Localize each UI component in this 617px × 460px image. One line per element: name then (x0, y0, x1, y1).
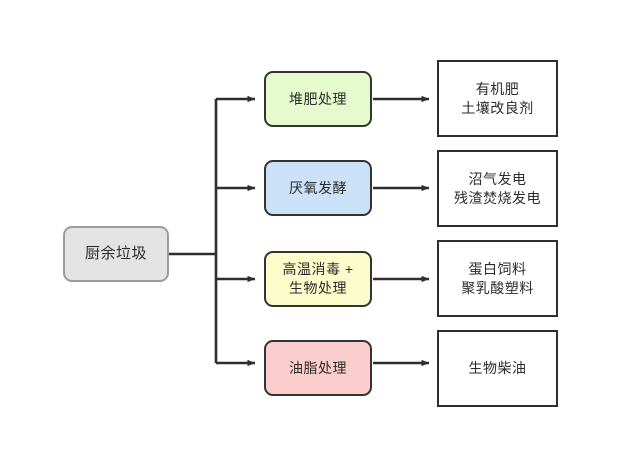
node-kitchen-waste[interactable]: 厨余垃圾 (63, 226, 169, 282)
node-biogas-power-label: 沼气发电 残渣焚烧发电 (454, 170, 541, 206)
node-composting[interactable]: 堆肥处理 (264, 71, 372, 127)
node-anaerobic-fermentation[interactable]: 厌氧发酵 (264, 160, 372, 216)
node-anaerobic-fermentation-label: 厌氧发酵 (289, 179, 347, 196)
node-organic-fertilizer-label: 有机肥 土壤改良剂 (461, 80, 534, 116)
node-biogas-power[interactable]: 沼气发电 残渣焚烧发电 (437, 150, 558, 227)
node-biodiesel[interactable]: 生物柴油 (437, 330, 558, 407)
node-high-temp-biological-label: 高温消毒 + 生物处理 (282, 261, 354, 296)
node-organic-fertilizer[interactable]: 有机肥 土壤改良剂 (437, 60, 558, 137)
node-oil-treatment[interactable]: 油脂处理 (264, 340, 372, 396)
node-kitchen-waste-label: 厨余垃圾 (84, 244, 147, 262)
node-composting-label: 堆肥处理 (289, 90, 347, 107)
node-protein-feed-pla[interactable]: 蛋白饲料 聚乳酸塑料 (437, 240, 558, 317)
node-high-temp-biological[interactable]: 高温消毒 + 生物处理 (264, 251, 372, 307)
edge-source-trunk (169, 99, 218, 363)
node-biodiesel-label: 生物柴油 (468, 360, 527, 377)
node-protein-feed-pla-label: 蛋白饲料 聚乳酸塑料 (461, 260, 534, 296)
node-oil-treatment-label: 油脂处理 (289, 359, 347, 376)
